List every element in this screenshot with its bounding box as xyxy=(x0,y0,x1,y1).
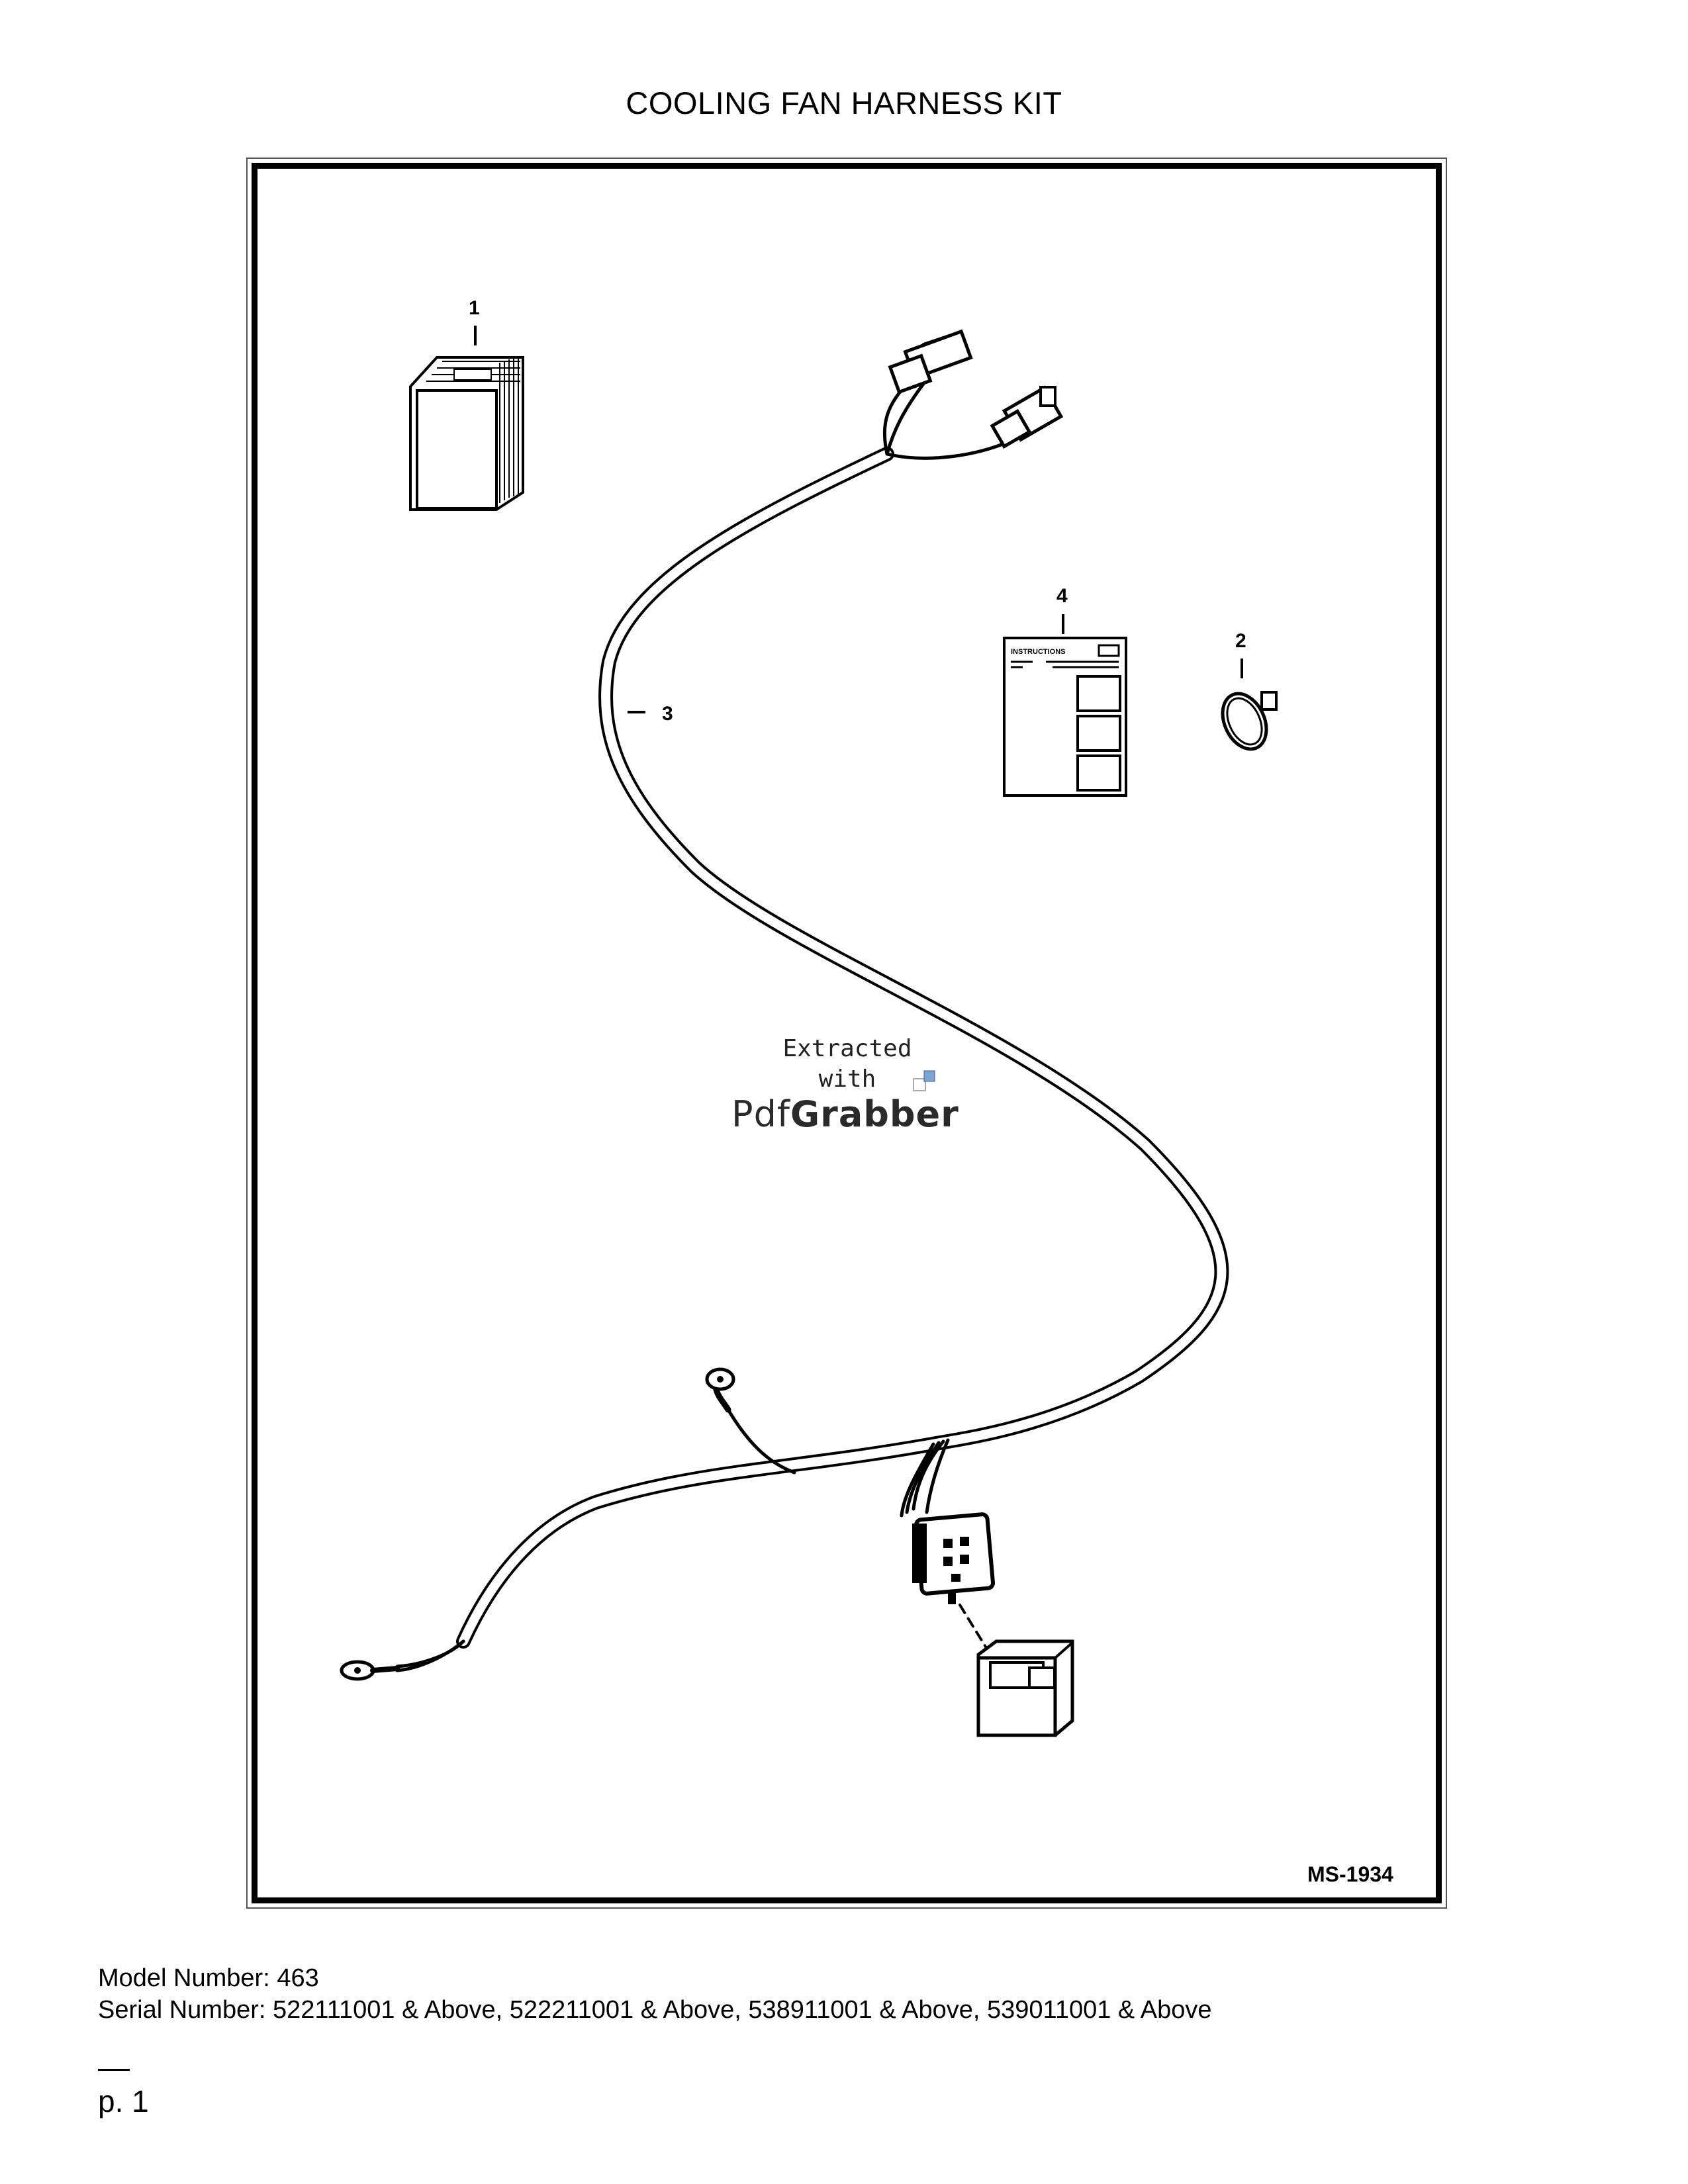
pdfgrabber-logo-icon xyxy=(913,1070,935,1091)
watermark-brand-bold: Grabber xyxy=(790,1093,959,1135)
watermark-line-1: Extracted xyxy=(782,1035,912,1062)
part-1-module-box xyxy=(409,356,524,511)
callout-4: 4 xyxy=(1056,585,1068,607)
page-number: p. 1 xyxy=(98,2084,149,2118)
watermark-brand-light: Pdf xyxy=(731,1093,790,1135)
watermark-text: Extracted with xyxy=(768,1034,927,1095)
watermark-brand: PdfGrabber xyxy=(731,1093,959,1135)
relay-cube xyxy=(976,1639,1074,1737)
diagram-frame xyxy=(252,163,1442,1903)
part-2-cable-tie xyxy=(1221,691,1278,751)
callout-3: 3 xyxy=(662,703,673,725)
figure-id: MS-1934 xyxy=(1307,1862,1393,1886)
model-number: Model Number: 463 xyxy=(98,1964,319,1992)
page-title: COOLING FAN HARNESS KIT xyxy=(626,85,1062,120)
watermark-line-2: with xyxy=(818,1066,876,1093)
part-3-wiring-harness xyxy=(340,329,1229,1681)
part-4-instructions-sheet: INSTRUCTIONS xyxy=(1003,637,1127,797)
callout-2: 2 xyxy=(1235,630,1246,652)
diagram-frame-outer xyxy=(246,158,1447,1909)
callout-1: 1 xyxy=(469,297,480,319)
page-number-rule xyxy=(98,2069,130,2071)
serial-number: Serial Number: 522111001 & Above, 522211… xyxy=(98,1996,1212,2024)
instructions-label: INSTRUCTIONS xyxy=(1011,648,1066,656)
